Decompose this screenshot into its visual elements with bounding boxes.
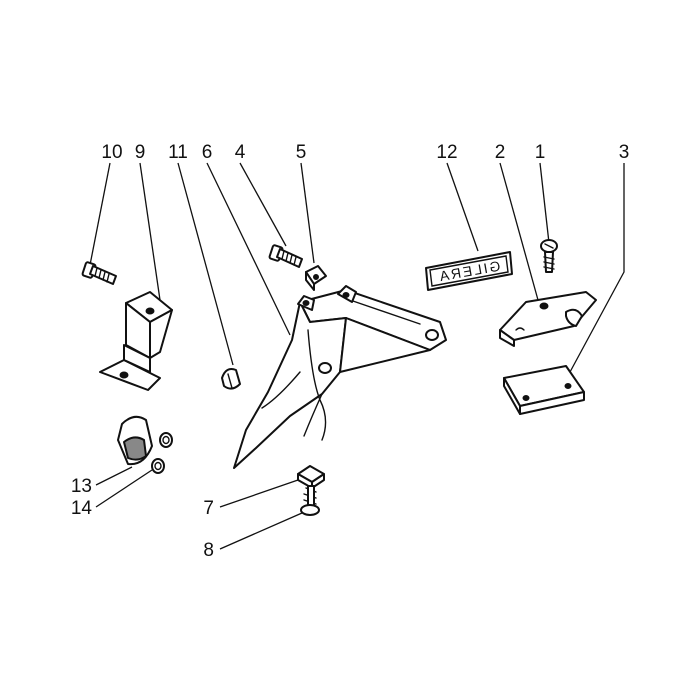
leader-1 [539,162,550,244]
leader-13 [95,466,133,486]
part-8-screw [300,485,320,516]
callout-4: 4 [235,142,246,163]
leader-lines [89,162,625,550]
part-10-screw [81,261,117,285]
callout-11: 11 [168,142,188,163]
leader-14 [95,469,153,508]
part-7-clip-nut [297,465,325,489]
leader-4 [239,162,287,247]
leader-3 [569,163,625,373]
leader-7 [219,479,299,508]
leader-8 [219,512,303,550]
leader-6 [206,162,291,336]
part-3-plate [503,365,585,415]
callout-13: 13 [71,476,92,497]
callout-8: 8 [203,540,214,561]
callout-10: 10 [101,142,122,163]
callout-14: 14 [71,498,93,519]
part-13-reflector [117,415,153,466]
leader-10 [89,162,111,266]
part-12-decal: GILERA [425,251,513,291]
callout-5: 5 [296,142,307,163]
callout-2: 2 [495,142,506,163]
part-4-screw [268,244,303,268]
part-1-screw [540,239,558,273]
part-5-clip-nut [305,265,327,291]
part-14-nuts [151,432,173,474]
leader-11 [177,162,234,366]
leader-2 [499,162,539,301]
callout-12: 12 [436,142,457,163]
leader-5 [300,162,315,264]
callout-labels: 10 9 11 6 4 5 12 2 1 3 7 8 13 14 [71,142,629,561]
part-11-grommet [221,368,241,390]
callout-1: 1 [535,142,546,163]
callout-3: 3 [619,142,630,163]
part-2-bracket [499,291,597,347]
part-6-mudguard [233,285,447,469]
leader-12 [446,162,479,252]
callout-7: 7 [203,498,214,519]
leader-9 [139,162,161,301]
part-9-bracket [99,291,173,391]
callout-9: 9 [135,142,146,163]
callout-6: 6 [202,142,213,163]
